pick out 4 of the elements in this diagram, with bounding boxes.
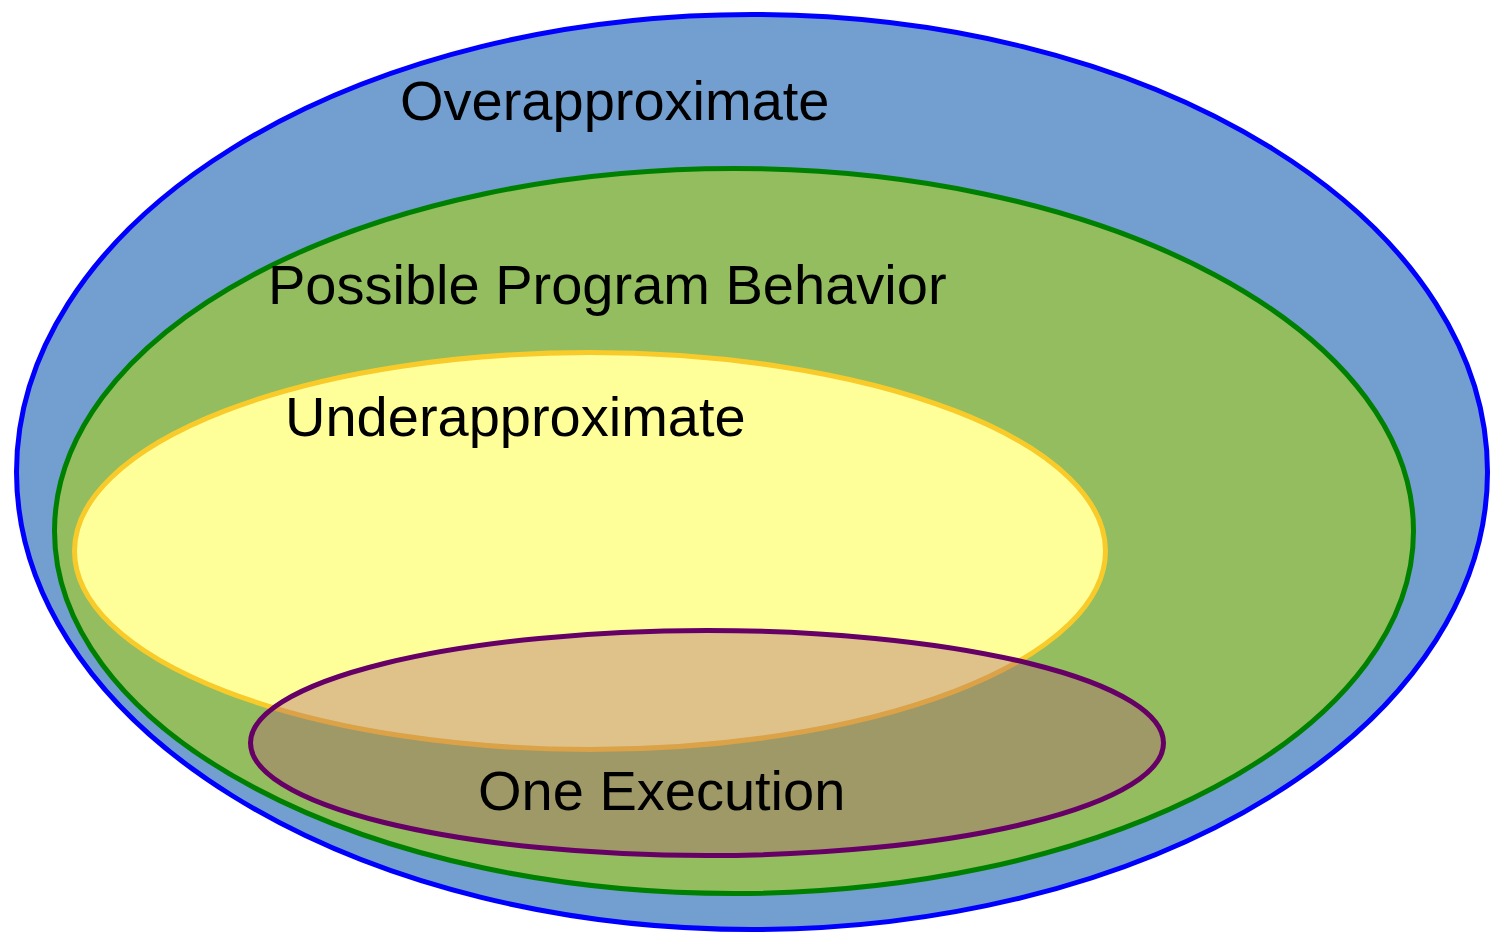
set-label: One Execution (478, 760, 846, 822)
set-label: Possible Program Behavior (268, 254, 947, 316)
set-label: Underapproximate (285, 386, 746, 448)
set-label: Overapproximate (400, 70, 830, 132)
